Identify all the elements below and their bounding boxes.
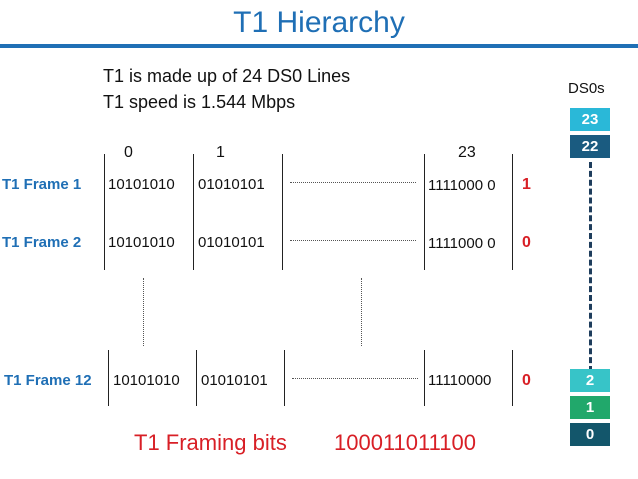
channel-divider [282, 154, 283, 212]
framing-bits-label: T1 Framing bits [134, 430, 287, 455]
frame-1-framing-bit: 1 [522, 176, 531, 193]
omitted-channels-line [290, 240, 416, 241]
title-divider [0, 44, 638, 48]
channel-divider [193, 154, 194, 212]
omitted-channels-line [292, 378, 418, 379]
channel-divider [108, 350, 109, 406]
frame-12-channel-1-bits: 01010101 [201, 372, 268, 389]
channel-divider [196, 350, 197, 406]
ds0-omitted-line [589, 162, 592, 372]
frame-2-channel-1-bits: 01010101 [198, 234, 265, 251]
info-line-channels: T1 is made up of 24 DS0 Lines [103, 66, 351, 86]
channel-divider [424, 212, 425, 270]
frame-12-channel-0-bits: 10101010 [113, 372, 180, 389]
frame-1-channel-0-bits: 10101010 [108, 176, 175, 193]
frame-2-framing-bit: 0 [522, 234, 531, 251]
channel-divider [282, 212, 283, 270]
omitted-channels-line [290, 182, 416, 183]
frame-2-channel-0-bits: 10101010 [108, 234, 175, 251]
channel-divider [424, 350, 425, 406]
frame-12-framing-bit: 0 [522, 372, 531, 389]
ds0-box-2: 2 [570, 369, 610, 392]
ds0-box-23: 23 [570, 108, 610, 131]
channel-divider [104, 212, 105, 270]
channel-divider [512, 212, 513, 270]
frame-1-channel-1-bits: 01010101 [198, 176, 265, 193]
page-title: T1 Hierarchy [233, 6, 405, 39]
frame-label-2: T1 Frame 2 [2, 234, 82, 251]
channel-divider [284, 350, 285, 406]
channel-divider [512, 350, 513, 406]
frame-12-channel-23-bits: 11110000 [428, 372, 492, 389]
omitted-frames-line [361, 278, 362, 346]
column-number-1: 1 [216, 144, 225, 161]
framing-bits-value: 100011011100 [334, 430, 476, 455]
info-line-speed: T1 speed is 1.544 Mbps [103, 92, 296, 112]
channel-divider [424, 154, 425, 212]
channel-divider [193, 212, 194, 270]
ds0-box-1: 1 [570, 396, 610, 419]
omitted-frames-line [143, 278, 144, 346]
frame-1-channel-23-bits: 1111000 0 [428, 177, 496, 194]
column-number-0: 0 [124, 144, 133, 161]
ds0-box-0: 0 [570, 423, 610, 446]
ds0-box-22: 22 [570, 135, 610, 158]
frame-label-12: T1 Frame 12 [4, 372, 92, 389]
column-number-23: 23 [458, 144, 476, 161]
frame-label-1: T1 Frame 1 [2, 176, 82, 193]
channel-divider [104, 154, 105, 212]
ds0-heading: DS0s [568, 80, 605, 97]
channel-divider [512, 154, 513, 212]
frame-2-channel-23-bits: 1111000 0 [428, 235, 496, 252]
